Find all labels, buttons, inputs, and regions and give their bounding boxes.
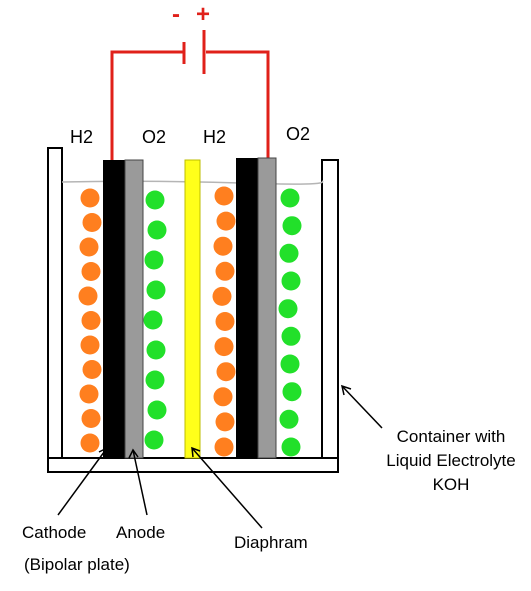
h2-bubble-right xyxy=(214,437,234,457)
h2-bubble-right xyxy=(213,236,233,256)
o2-bubble-right xyxy=(279,243,299,263)
o2-right-label: O2 xyxy=(286,124,310,144)
o2-left-label: O2 xyxy=(142,127,166,147)
h2-bubble-right xyxy=(216,211,236,231)
o2-bubble-left xyxy=(144,250,164,270)
power-supply: - + xyxy=(110,1,270,160)
left-wire xyxy=(110,50,183,160)
container-label-line3: KOH xyxy=(433,475,470,494)
o2-bubble-right xyxy=(281,437,301,457)
o2-bubble-left xyxy=(145,370,165,390)
diaphragm xyxy=(184,159,201,459)
right-cathode-plate xyxy=(236,158,258,458)
h2-bubble-left xyxy=(79,384,99,404)
o2-bubble-left xyxy=(147,400,167,420)
h2-left-label: H2 xyxy=(70,127,93,147)
h2-bubble-right xyxy=(215,312,235,331)
diaphragm-arrowhead xyxy=(191,446,201,458)
minus-sign: - xyxy=(172,1,180,28)
h2-bubble-left xyxy=(81,262,101,281)
o2-bubble-left xyxy=(147,220,167,240)
o2-bubble-right xyxy=(280,354,300,374)
container-arrow xyxy=(341,385,383,429)
o2-bubble-left xyxy=(145,190,165,210)
o2-bubble-right xyxy=(280,188,300,208)
h2-bubble-right xyxy=(212,286,232,306)
container-label-line1: Container with xyxy=(397,427,506,446)
h2-right-label: H2 xyxy=(203,127,226,147)
o2-bubble-left xyxy=(146,280,166,300)
o2-bubble-right xyxy=(279,409,299,429)
annotation-arrows xyxy=(57,384,383,529)
o2-bubble-right xyxy=(282,216,302,236)
h2-bubble-right xyxy=(213,387,233,407)
anode-arrowhead xyxy=(128,448,139,459)
h2-bubble-left xyxy=(81,409,101,428)
diaphragm-arrow xyxy=(191,447,263,529)
o2-bubble-right xyxy=(281,271,301,291)
h2-bubble-right xyxy=(216,362,236,382)
h2-bubble-right xyxy=(214,186,234,206)
o2-bubble-right xyxy=(281,326,301,346)
cathode-label: Cathode xyxy=(22,523,86,542)
h2-bubble-left xyxy=(79,237,99,257)
h2-bubble-left xyxy=(82,360,102,379)
container-arrowhead xyxy=(340,384,352,396)
o2-bubble-right xyxy=(282,382,302,402)
o2-bubble-left xyxy=(143,310,163,330)
h2-bubble-left xyxy=(78,286,98,306)
plus-sign: + xyxy=(196,1,210,28)
anode-label: Anode xyxy=(116,523,165,542)
o2-bubble-left xyxy=(146,340,166,360)
h2-bubble-left xyxy=(82,213,102,232)
h2-bubble-left xyxy=(80,335,100,355)
right-anode-plate xyxy=(257,157,277,459)
diaphragm-label: Diaphram xyxy=(234,533,308,552)
container-left-wall xyxy=(47,147,63,461)
anode-arrow xyxy=(132,449,148,516)
cathode-arrowhead xyxy=(98,446,108,458)
o2-bubble-left xyxy=(144,430,164,450)
h2-bubble-right xyxy=(215,261,235,281)
cathode-arrow xyxy=(57,447,108,516)
left-anode-plate xyxy=(124,159,144,459)
bipolar-label: (Bipolar plate) xyxy=(24,555,130,574)
h2-bubble-left xyxy=(80,433,100,453)
left-cathode-plate xyxy=(103,160,125,458)
right-wire xyxy=(206,50,270,160)
h2-bubble-left xyxy=(81,311,101,330)
container-right-wall xyxy=(321,159,339,461)
h2-bubble-left xyxy=(80,188,100,208)
h2-bubble-right xyxy=(215,412,235,432)
container-label-line2: Liquid Electrolyte xyxy=(386,451,515,470)
h2-bubble-right xyxy=(214,337,234,357)
gas-bubbles xyxy=(78,186,302,457)
o2-bubble-right xyxy=(278,299,298,319)
